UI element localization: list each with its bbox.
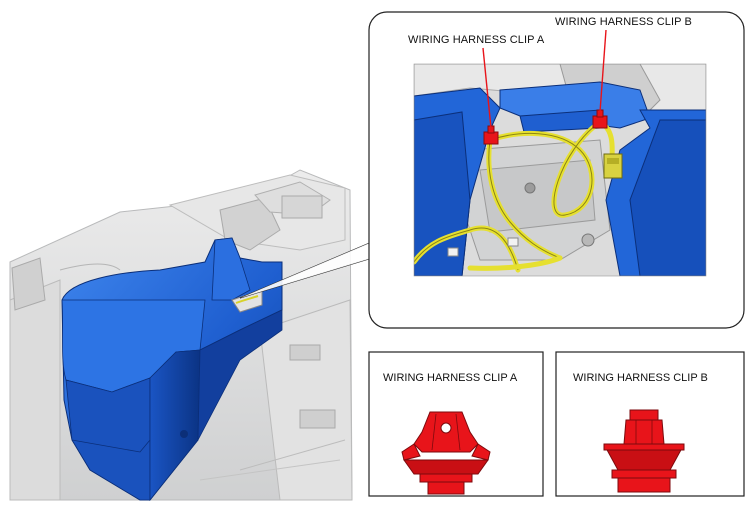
clip-a-panel-title: WIRING HARNESS CLIP A — [383, 372, 518, 384]
callout-label-clip-a: WIRING HARNESS CLIP A — [408, 34, 545, 46]
clip-a-drawing — [401, 411, 491, 495]
clip-a-marker — [483, 125, 499, 145]
callout-label-clip-b: WIRING HARNESS CLIP B — [555, 16, 692, 28]
clip-b-panel-title: WIRING HARNESS CLIP B — [573, 372, 708, 384]
center-console — [61, 237, 283, 502]
clip-b-drawing — [603, 409, 685, 493]
callout-leader — [239, 241, 373, 299]
clip-a-leader — [482, 47, 492, 129]
clip-b-leader — [599, 29, 607, 113]
detail-view — [414, 64, 706, 276]
